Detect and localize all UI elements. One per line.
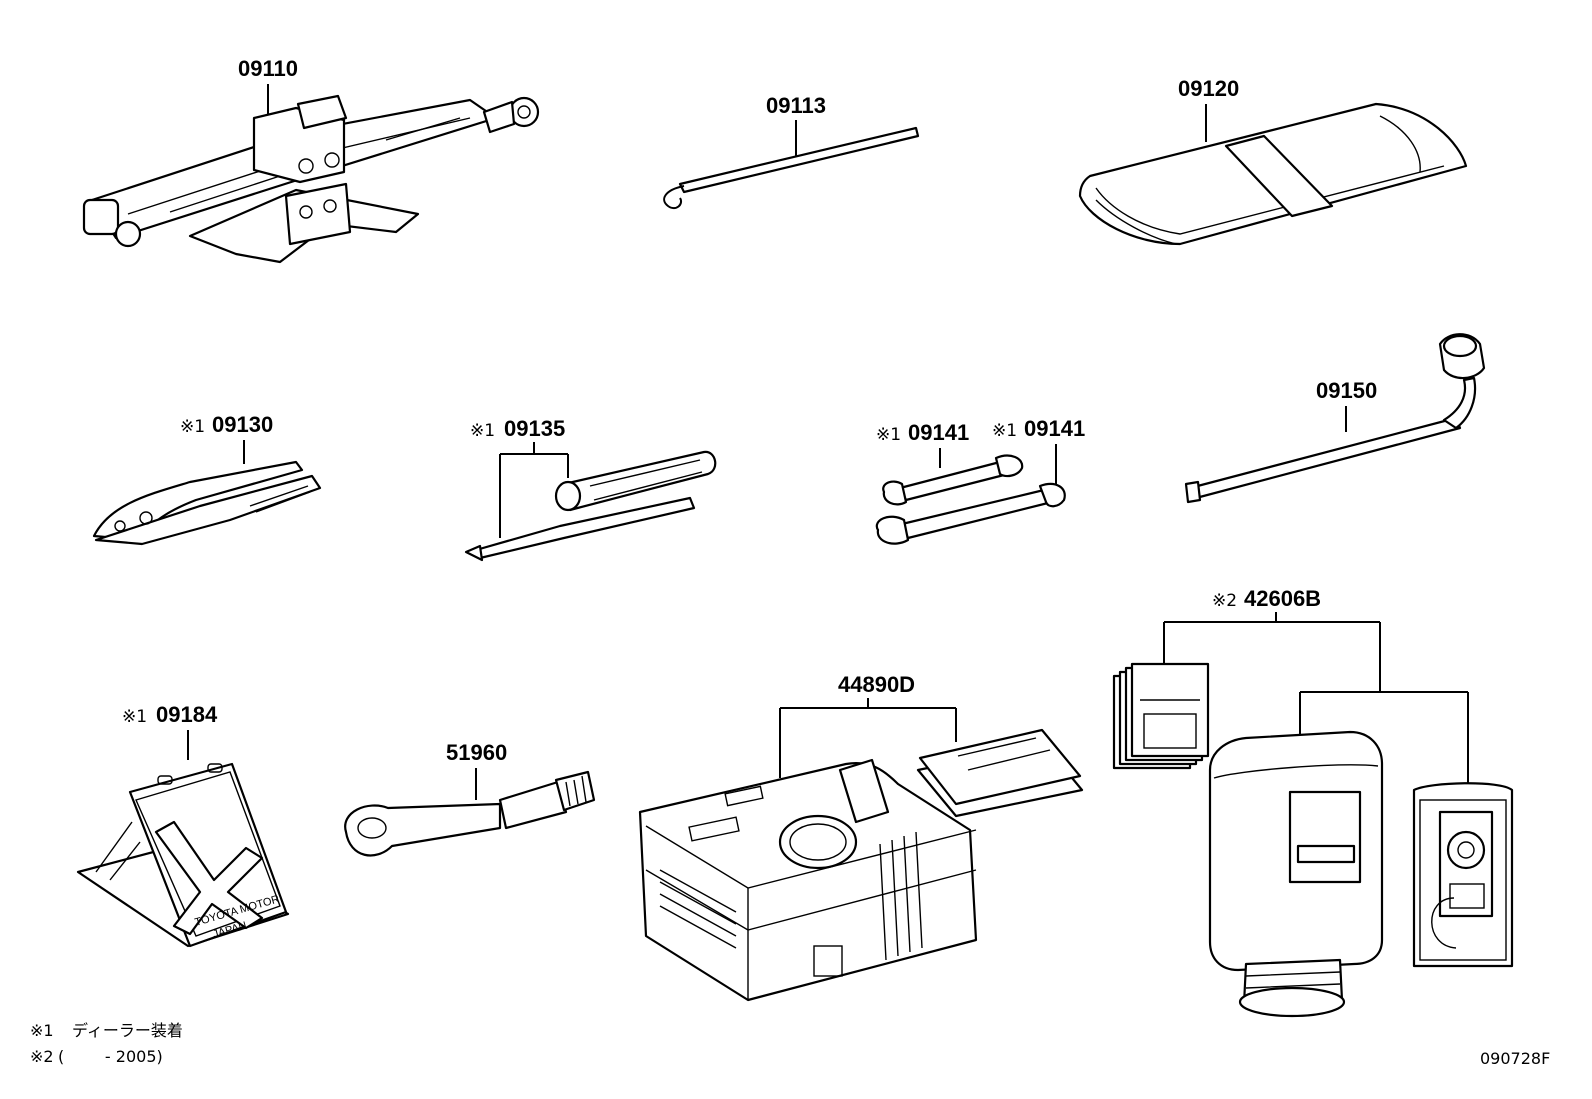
pliers-illustration: ※1 09130 [92, 412, 322, 546]
license-plate-stand-illustration: ※1 09184 TOYOTA MOTOR JAPAN [76, 702, 290, 948]
compressor-illustration: 44890D [638, 672, 1084, 1002]
note-mark-42606B: ※2 [1212, 591, 1237, 611]
note-mark-09141-b: ※1 [992, 421, 1017, 441]
part-label-09113: 09113 [766, 93, 826, 118]
lug-wrench-illustration: 09150 [1184, 333, 1486, 504]
part-label-09135: 09135 [504, 416, 565, 441]
part-label-51960: 51960 [446, 740, 507, 765]
footnote-2-mark: ※2 [30, 1047, 54, 1066]
screwdriver-illustration: ※1 09135 [464, 416, 717, 562]
note-mark-09141-a: ※1 [876, 425, 901, 445]
diagram-code: 090728F [1480, 1049, 1550, 1068]
footnote-1-mark: ※1 [30, 1021, 54, 1040]
footnote-1-text: ディーラー装着 [72, 1021, 183, 1040]
part-label-09141-b: 09141 [1024, 416, 1085, 441]
note-mark-09130: ※1 [180, 417, 205, 437]
part-label-09110: 09110 [238, 56, 298, 81]
part-label-09130: 09130 [212, 412, 273, 437]
tool-bag-illustration: 09120 [1078, 76, 1468, 246]
wrenches-illustration: ※1 09141 ※1 09141 [875, 416, 1085, 545]
tow-hook-illustration: 51960 [344, 740, 596, 857]
part-label-09120: 09120 [1178, 76, 1239, 101]
part-label-09150: 09150 [1316, 378, 1377, 403]
tire-repair-kit-illustration: ※2 42606B [1112, 586, 1514, 1018]
note-mark-09135: ※1 [470, 421, 495, 441]
scissor-jack-illustration: 09110 [82, 56, 540, 264]
part-label-42606B: 42606B [1244, 586, 1321, 611]
part-label-44890D: 44890D [838, 672, 915, 697]
footnotes: ※1 ディーラー装着 ※2 ( - 2005) [30, 1021, 183, 1066]
part-label-09184: 09184 [156, 702, 218, 727]
footnote-2-text: ( - 2005) [58, 1047, 163, 1066]
note-mark-09184: ※1 [122, 707, 147, 727]
part-label-09141-a: 09141 [908, 420, 969, 445]
hook-rod-illustration: 09113 [663, 93, 920, 210]
